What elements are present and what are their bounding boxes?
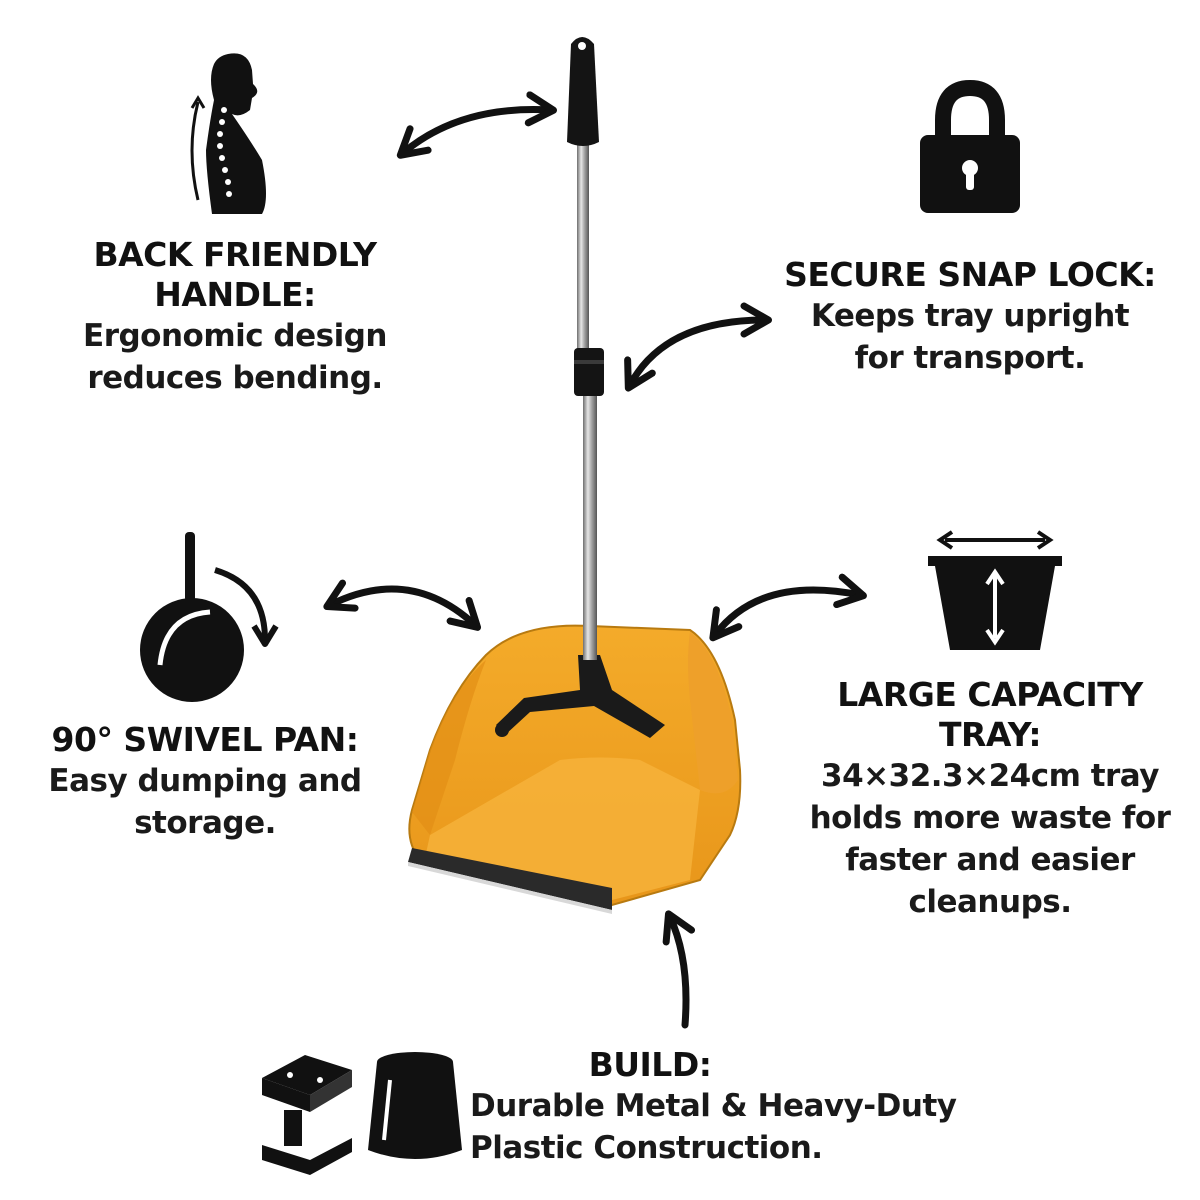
arrow-back-handle [396,91,557,159]
feature-description: Easy dumping and storage. [48,763,362,841]
feature-title: SECURE SNAP LOCK: [784,255,1156,294]
handle-lock-collar [574,348,604,396]
arrow-snap-lock [624,302,772,392]
feature-description: Durable Metal & Heavy-Duty Plastic Const… [470,1088,957,1166]
steel-beam-and-plastic-cup-icon [262,1052,462,1175]
feature-swivel-pan: 90° SWIVEL PAN: Easy dumping and storage… [10,720,400,844]
arrow-capacity [709,573,867,642]
bucket-dimensions-icon [928,530,1062,650]
feature-description: 34×32.3×24cm tray holds more waste for f… [809,758,1171,920]
tray-lip [408,848,612,910]
feature-title: LARGE CAPACITY TRAY: [837,675,1143,754]
feature-title: 90° SWIVEL PAN: [51,720,359,759]
handle-grip [567,37,599,146]
swivel-bracket [496,655,665,738]
feature-description: Keeps tray upright for transport. [810,298,1130,376]
feature-snap-lock: SECURE SNAP LOCK: Keeps tray upright for… [760,255,1180,379]
feature-build: BUILD: Durable Metal & Heavy-Duty Plasti… [470,1045,970,1169]
handle-lower-pole [583,395,597,660]
feature-description: Ergonomic design reduces bending. [83,318,387,396]
feature-title: BACK FRIENDLY HANDLE: [93,235,377,314]
telescopic-handle [567,37,604,660]
feature-back-friendly: BACK FRIENDLY HANDLE: Ergonomic design r… [40,235,430,399]
padlock-icon [920,79,1020,213]
feature-title: BUILD: [588,1045,712,1084]
frying-pan-rotate-icon [140,532,279,702]
dustpan-product-image [408,624,742,914]
callout-arrows [323,91,867,1029]
arrow-build [662,910,696,1029]
arrow-swivel-pan [323,579,482,631]
feature-large-capacity: LARGE CAPACITY TRAY: 34×32.3×24cm tray h… [790,675,1190,923]
spine-posture-icon [190,53,266,215]
handle-upper-pole [577,140,589,350]
